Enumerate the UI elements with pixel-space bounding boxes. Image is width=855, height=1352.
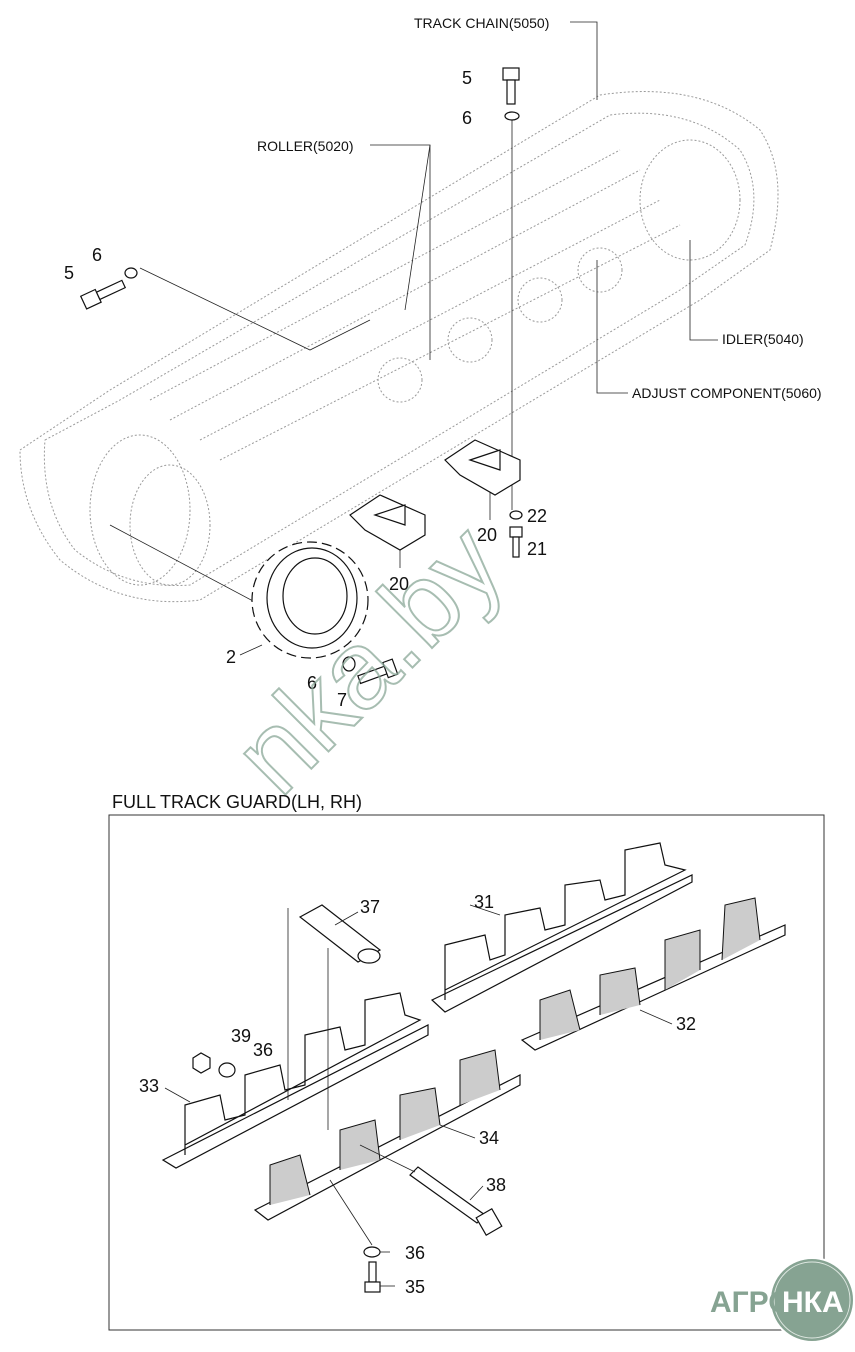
part-number: 6 (462, 108, 472, 128)
part-number: 38 (486, 1175, 506, 1195)
washer-6-sprocket (342, 656, 356, 672)
bolt-5-top (502, 67, 520, 105)
part-number: 21 (527, 539, 547, 559)
guard-20-left (349, 494, 426, 551)
leader-lines-top (109, 21, 718, 656)
part-number: 5 (64, 263, 74, 283)
watermark: nka.by (210, 501, 526, 817)
part-number: 20 (389, 574, 409, 594)
washer-6-left (124, 267, 138, 279)
track-guard-31 (430, 842, 693, 1013)
part-number: 34 (479, 1128, 499, 1148)
logo-text-left: АГРО (710, 1286, 792, 1319)
part-number: 36 (405, 1243, 425, 1263)
bolt-35 (364, 1261, 381, 1293)
bolt-21 (509, 526, 523, 558)
logo-text-right: НКА (782, 1286, 844, 1319)
part-number: 33 (139, 1076, 159, 1096)
track-guard-34 (253, 1049, 521, 1221)
pipe-37 (298, 904, 382, 964)
callout-idler: IDLER(5040) (722, 331, 804, 347)
agronka-logo: АГРО НКА (710, 1257, 855, 1343)
washer-6-top (504, 111, 520, 121)
part-number: 5 (462, 68, 472, 88)
part-number: 2 (226, 647, 236, 667)
bolt-5-left (79, 279, 127, 310)
track-guard-33 (161, 992, 429, 1169)
part-number: 31 (474, 892, 494, 912)
nut-39 (192, 1052, 211, 1074)
section-frame (108, 814, 825, 1331)
part-number: 6 (92, 245, 102, 265)
leader-lines-guard (164, 904, 673, 1287)
section-title: FULL TRACK GUARD(LH, RH) (112, 792, 362, 812)
part-number: 39 (231, 1026, 251, 1046)
washer-22 (509, 510, 523, 520)
part-number: 37 (360, 897, 380, 917)
part-number: 35 (405, 1277, 425, 1297)
guard-20-right (444, 439, 521, 496)
part-number: 32 (676, 1014, 696, 1034)
part-number: 6 (307, 673, 317, 693)
part-number: 36 (253, 1040, 273, 1060)
callout-roller: ROLLER(5020) (257, 138, 354, 154)
washer-36-upper (218, 1062, 236, 1078)
callout-track-chain: TRACK CHAIN(5050) (414, 15, 549, 31)
part-number: 7 (337, 690, 347, 710)
part-number: 20 (477, 525, 497, 545)
callout-adjust-component: ADJUST COMPONENT(5060) (632, 385, 822, 401)
track-guard-32 (520, 897, 786, 1051)
washer-36-lower (363, 1246, 381, 1258)
bolt-7 (357, 658, 399, 685)
sprocket-2 (251, 541, 369, 659)
part-number: 22 (527, 506, 547, 526)
bolt-38 (409, 1166, 503, 1236)
track-assembly-outline (19, 91, 779, 603)
